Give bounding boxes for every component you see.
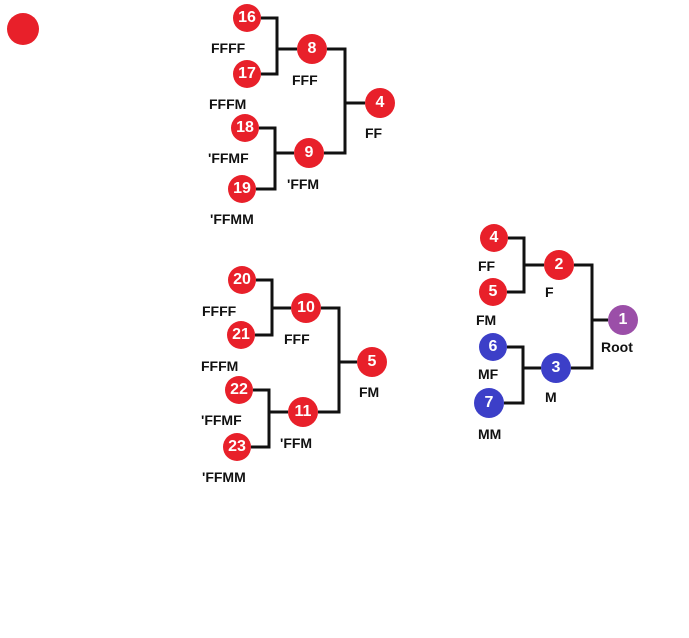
node-label: FFFM <box>209 96 247 112</box>
node-8: 8 <box>297 34 327 64</box>
node-label: FF <box>478 258 496 274</box>
node-label: 'FFMM <box>210 211 254 227</box>
node-label: FF <box>365 125 383 141</box>
node-label: F <box>545 284 554 300</box>
node-11: 11 <box>288 397 318 427</box>
node-5: 5 <box>357 347 387 377</box>
node-5: 5 <box>479 278 507 306</box>
node-19: 19 <box>228 175 256 203</box>
node-label: M <box>545 389 557 405</box>
node-7: 7 <box>474 388 504 418</box>
node-label: FFFF <box>202 303 237 319</box>
node-23: 23 <box>223 433 251 461</box>
node-label: 'FFM <box>280 435 313 451</box>
node-label: MM <box>478 426 502 442</box>
node-20: 20 <box>228 266 256 294</box>
node-label: 'FFMF <box>208 150 249 166</box>
node-label: MF <box>478 366 499 382</box>
node-label: FFFM <box>201 358 239 374</box>
node-label: FFFF <box>211 40 246 56</box>
node-label: 'FFM <box>287 176 320 192</box>
node-label: FFF <box>284 331 310 347</box>
node-label: FM <box>359 384 380 400</box>
node-18: 18 <box>231 114 259 142</box>
node-label: 'FFMF <box>201 412 242 428</box>
node-4: 4 <box>480 224 508 252</box>
node-1: 1 <box>608 305 638 335</box>
node-22: 22 <box>225 376 253 404</box>
red-circle-icon <box>7 13 39 45</box>
node-16: 16 <box>233 4 261 32</box>
node-2: 2 <box>544 250 574 280</box>
node-3: 3 <box>541 353 571 383</box>
node-label: 'FFMM <box>202 469 246 485</box>
node-label: Root <box>601 339 633 355</box>
node-6: 6 <box>479 333 507 361</box>
node-4: 4 <box>365 88 395 118</box>
node-10: 10 <box>291 293 321 323</box>
node-label: FFF <box>292 72 318 88</box>
node-21: 21 <box>227 321 255 349</box>
node-17: 17 <box>233 60 261 88</box>
node-label: FM <box>476 312 497 328</box>
node-9: 9 <box>294 138 324 168</box>
